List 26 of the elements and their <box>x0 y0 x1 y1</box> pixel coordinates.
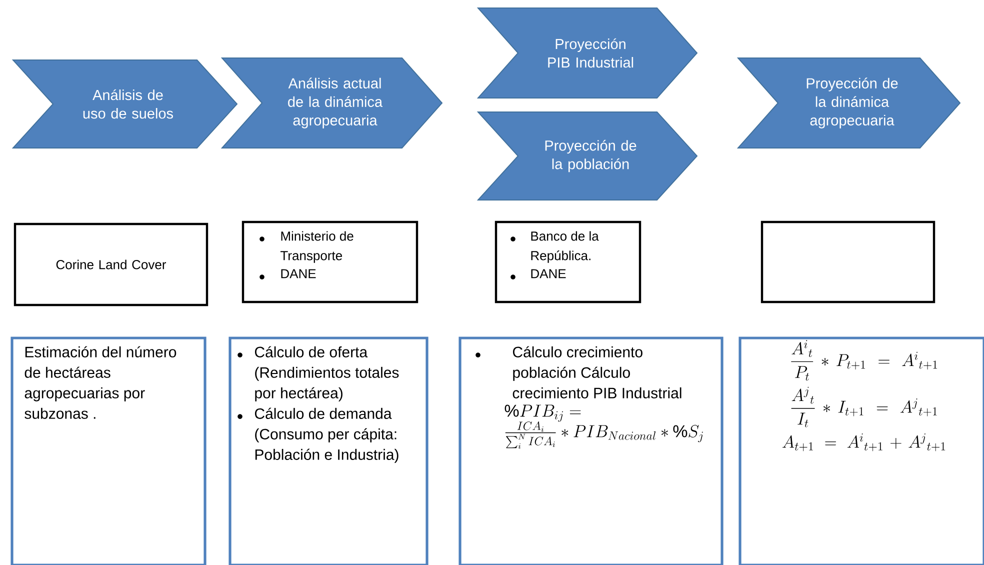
source-box <box>760 220 936 304</box>
formula: $\dfrac{{A^{j}}_{t}}{I_{t}} * I_{t+1} = {A^{j}}_{t+1}$ <box>791 386 937 428</box>
list-item: Ministerio de Transporte <box>260 231 354 263</box>
box-text: Corine Land Cover <box>56 260 166 270</box>
source-box <box>14 222 208 306</box>
formula: $A_{t+1} = {A^{i}}_{t+1} + {A^{j}}_{t+1}$ <box>782 434 946 452</box>
list-item: DANE <box>510 269 566 280</box>
list-item: Banco de la República. <box>510 231 599 263</box>
formula: $\dfrac{{A^{i}}_{t}}{P_{t}} * P_{t+1} = {A^{i}}_{t+1}$ <box>791 340 938 381</box>
process-step: Proyección PIB Industrial <box>476 8 698 98</box>
list-item: Cálculo de demanda (Consumo per cápita: Población e Industria) <box>238 408 398 463</box>
process-step: Análisis actual de la dinámica agropecuaria <box>220 58 443 148</box>
source-box <box>242 220 418 304</box>
description-box <box>228 336 428 565</box>
process-step: Proyección de la dinámica agropecuaria <box>736 58 961 148</box>
list-item: Cálculo de oferta (Rendimientos totales por hectárea) <box>238 346 399 402</box>
list-item: Cálculo crecimiento población Cálculo crecimiento PIB Industrial <box>476 346 682 398</box>
formula: $\%PIB_{ij} = \frac{ICA_{i}}{\sum_{i}^{N} ICA_{i}} * PIB_{Nacional} * \%S_{j}$ <box>504 404 703 449</box>
process-step: Proyección de la población <box>476 112 698 200</box>
description-box <box>738 336 984 565</box>
description-box <box>458 336 724 565</box>
description-box <box>10 336 206 565</box>
list-item: DANE <box>260 269 316 280</box>
process-step: Análisis de uso de suelos <box>12 60 238 148</box>
source-box <box>494 220 642 304</box>
box-text: Estimación del número de hectáreas agropecuarias por subzonas . <box>24 346 176 419</box>
